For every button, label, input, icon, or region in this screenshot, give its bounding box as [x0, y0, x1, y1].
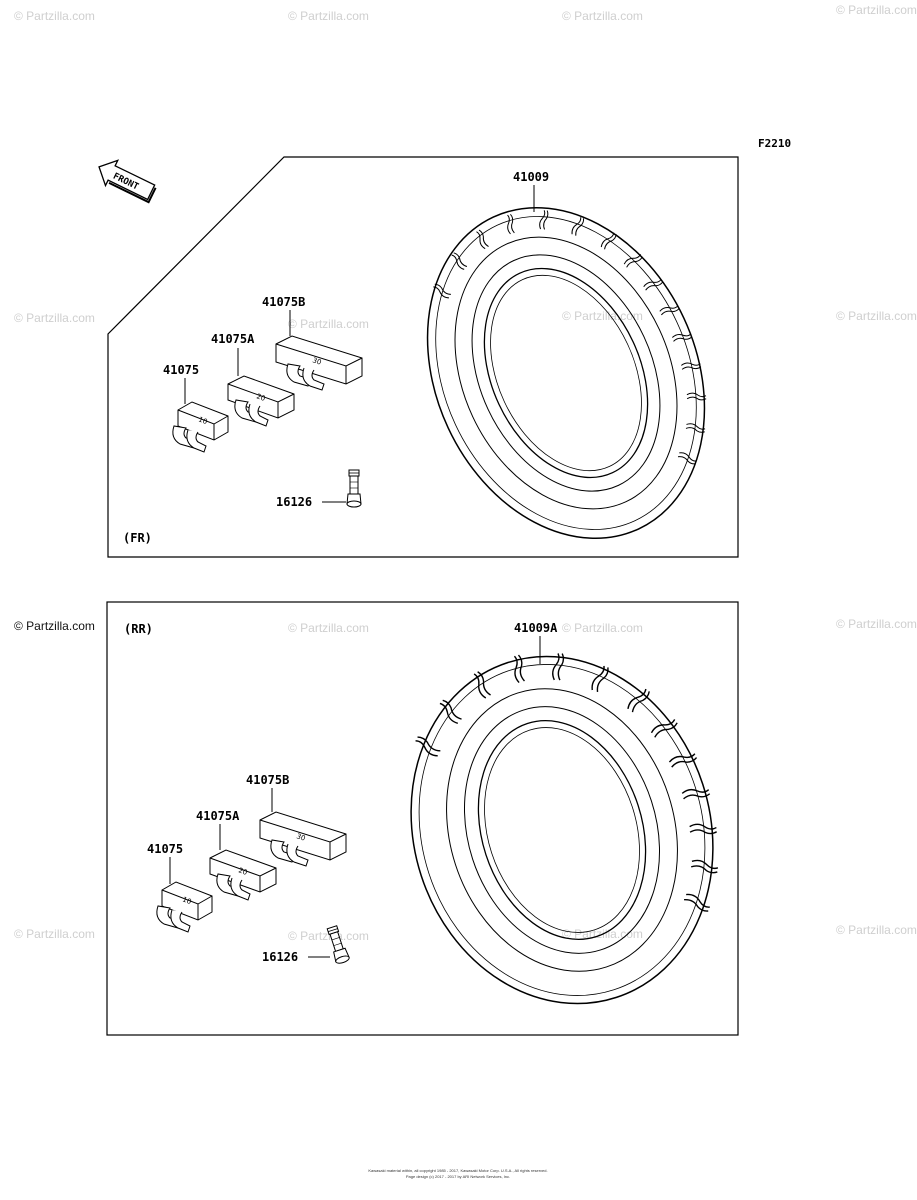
watermark: © Partzilla.com — [836, 923, 917, 937]
rear-weight-mark: 10 — [181, 895, 192, 906]
rear-tire-label: 41009A — [514, 621, 558, 635]
watermark: © Partzilla.com — [288, 621, 369, 635]
front-section-tag: (FR) — [123, 531, 152, 545]
front-weight-mark: 20 — [255, 392, 266, 403]
copyright-line: Page design (c) 2017 - 2017 by ARI Netwo… — [406, 1174, 510, 1179]
front-section: 41009 30 41075B 20 41075A — [107, 156, 756, 584]
rear-weight-41075[interactable]: 10 — [156, 881, 213, 933]
watermark: © Partzilla.com — [14, 311, 95, 325]
rear-tire[interactable] — [366, 612, 762, 1044]
front-arrow-icon: FRONT — [98, 159, 157, 204]
watermark: © Partzilla.com — [562, 9, 643, 23]
watermark: © Partzilla.com — [288, 929, 369, 943]
diagram-code: F2210 — [758, 137, 791, 150]
rear-weight-label: 41075A — [196, 809, 240, 823]
rear-weight-mark: 30 — [295, 832, 306, 842]
rear-frame — [106, 601, 739, 1036]
watermark: © Partzilla.com — [288, 317, 369, 331]
watermark: © Partzilla.com — [14, 9, 95, 23]
watermark: © Partzilla.com — [288, 9, 369, 23]
watermark: © Partzilla.com — [836, 3, 917, 17]
rear-section: 41009A 30 41075B 20 41075A — [106, 601, 762, 1044]
front-tire-label: 41009 — [513, 170, 549, 184]
watermark: © Partzilla.com — [14, 619, 95, 633]
front-weight-mark: 10 — [197, 415, 208, 426]
front-weight-label: 41075A — [211, 332, 255, 346]
front-valve[interactable] — [346, 469, 362, 508]
rear-weight-41075a[interactable]: 20 — [209, 849, 277, 901]
front-weight-mark: 30 — [311, 356, 322, 366]
watermark: © Partzilla.com — [14, 927, 95, 941]
copyright-line: Kawasaki material within, all copyright … — [368, 1168, 547, 1173]
front-weight-label: 41075B — [262, 295, 305, 309]
rear-valve-label: 16126 — [262, 950, 298, 964]
front-tire[interactable] — [375, 162, 756, 584]
watermark: © Partzilla.com — [836, 617, 917, 631]
watermark: © Partzilla.com — [562, 309, 643, 323]
copyright-footer: Kawasaki material within, all copyright … — [368, 1168, 547, 1179]
watermark: © Partzilla.com — [836, 309, 917, 323]
rear-weight-label: 41075 — [147, 842, 183, 856]
rear-weight-label: 41075B — [246, 773, 289, 787]
front-weight-label: 41075 — [163, 363, 199, 377]
rear-weight-41075b[interactable]: 30 — [259, 811, 347, 867]
front-weight-41075a[interactable]: 20 — [227, 375, 295, 427]
front-frame — [107, 156, 739, 558]
front-weight-41075[interactable]: 10 — [172, 401, 229, 453]
rear-section-tag: (RR) — [124, 622, 153, 636]
front-valve-label: 16126 — [276, 495, 312, 509]
watermark-layer: © Partzilla.com © Partzilla.com © Partzi… — [14, 3, 917, 943]
front-weight-41075b[interactable]: 30 — [275, 335, 363, 391]
watermark: © Partzilla.com — [562, 621, 643, 635]
rear-weight-mark: 20 — [237, 866, 248, 877]
